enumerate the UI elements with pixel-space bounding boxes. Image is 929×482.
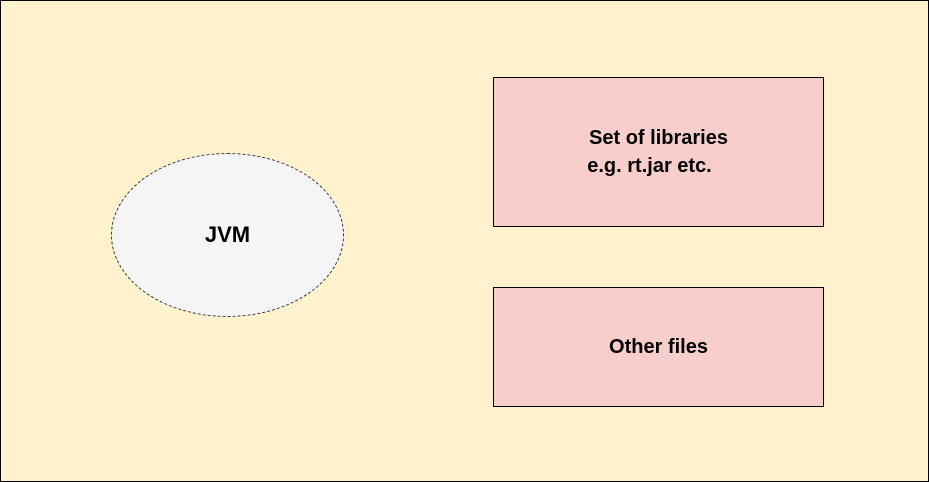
libraries-box: Set of libraries e.g. rt.jar etc. bbox=[493, 77, 824, 227]
libraries-label-line-2: e.g. rt.jar etc. bbox=[587, 155, 712, 177]
jvm-ellipse: JVM bbox=[111, 153, 344, 317]
other-files-label: Other files bbox=[609, 336, 708, 358]
other-files-box: Other files bbox=[493, 287, 824, 407]
jvm-label: JVM bbox=[204, 222, 251, 247]
libraries-label-line-1: Set of libraries bbox=[589, 127, 728, 149]
